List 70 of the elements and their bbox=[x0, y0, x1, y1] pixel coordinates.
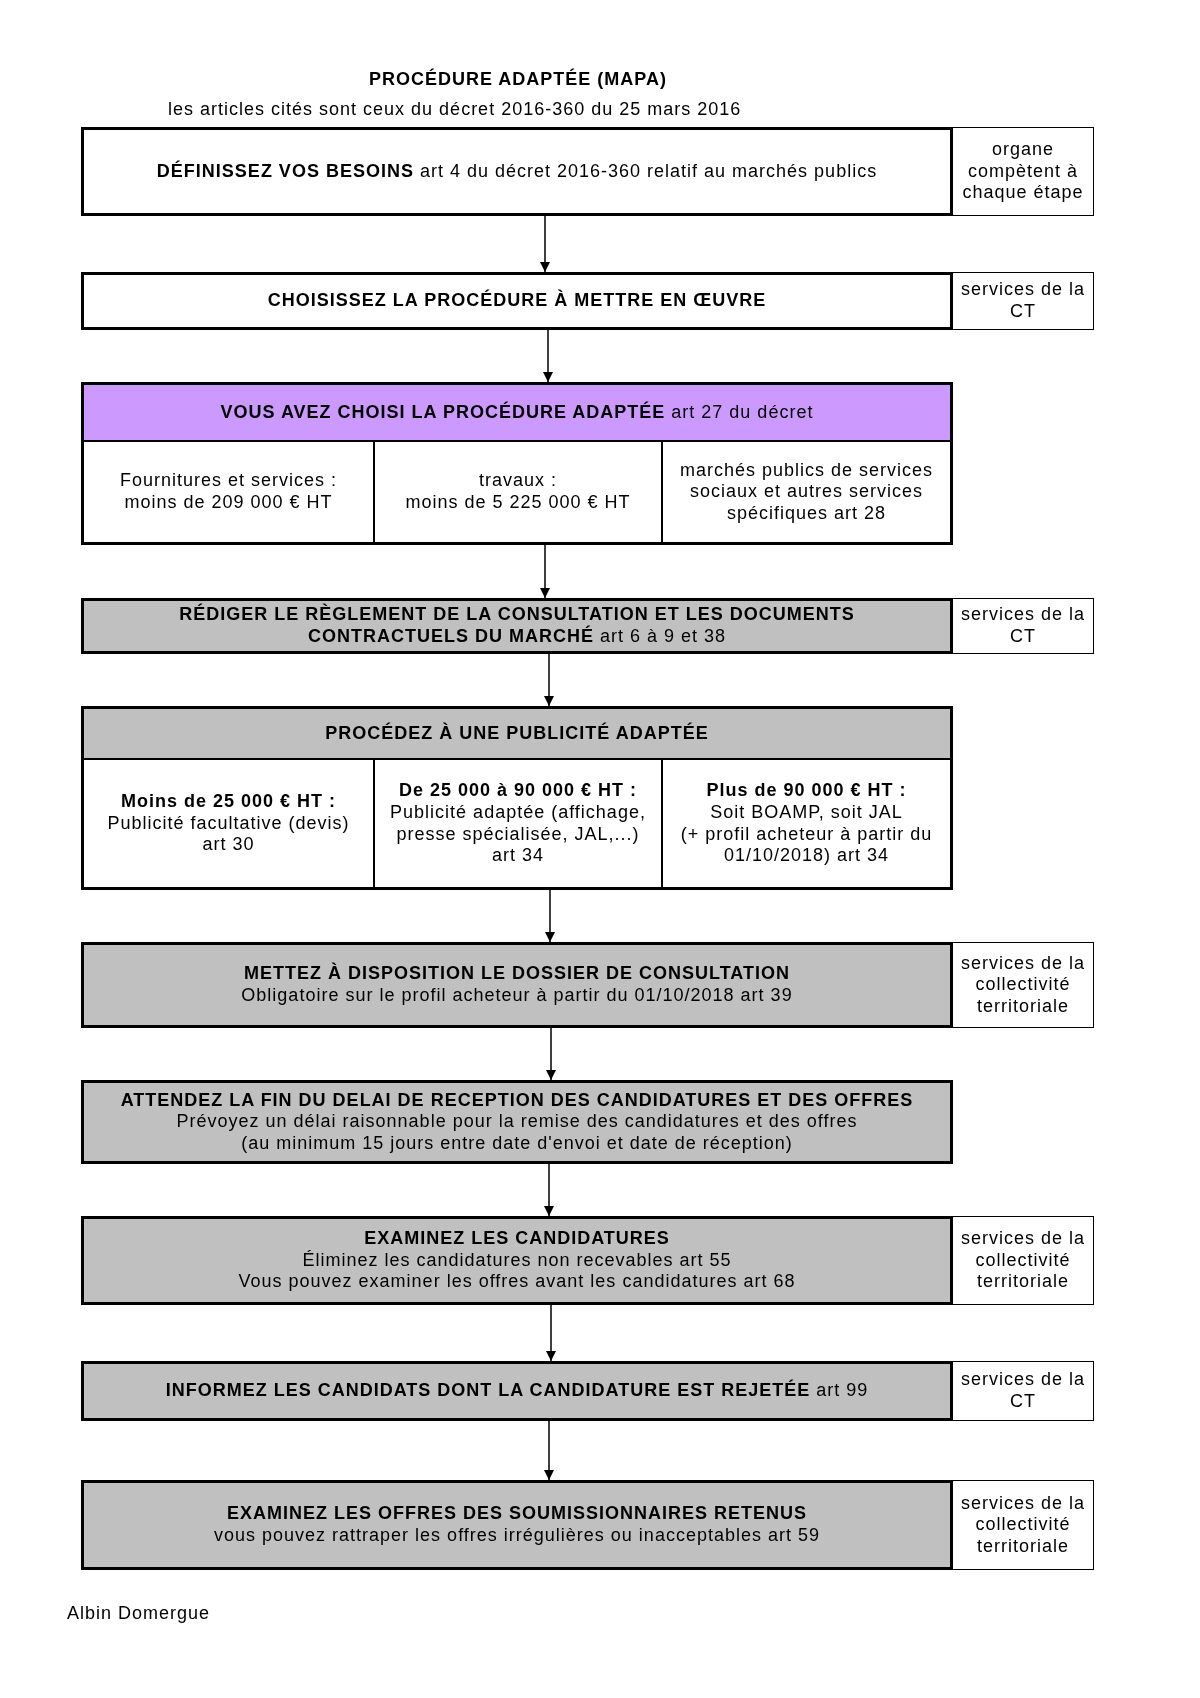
responsible-party-box bbox=[953, 1216, 1094, 1305]
responsible-party-box bbox=[953, 1480, 1094, 1570]
responsible-party-text: services de la CT bbox=[959, 279, 1087, 323]
cell-text: Soit BOAMP, soit JAL bbox=[710, 801, 903, 824]
step-title: METTEZ À DISPOSITION LE DOSSIER DE CONSULTATION bbox=[244, 963, 790, 985]
cell-text: Publicité adaptée (affichage, presse spécialisée, JAL,...) art 34 bbox=[389, 801, 647, 867]
step-title: PROCÉDEZ À UNE PUBLICITÉ ADAPTÉE bbox=[325, 722, 709, 745]
arrow bbox=[545, 889, 555, 943]
responsible-party-text: services de la collectivité territoriale bbox=[959, 1228, 1087, 1293]
cell-text: moins de 209 000 € HT bbox=[124, 492, 333, 514]
cell-text: Fournitures et services : bbox=[119, 470, 338, 492]
process-box bbox=[81, 1080, 953, 1164]
cell-text: travaux : bbox=[479, 470, 557, 492]
arrow bbox=[544, 1163, 554, 1217]
cell-heading: Plus de 90 000 € HT : bbox=[706, 780, 907, 802]
process-box bbox=[81, 127, 953, 216]
author-name: Albin Domergue bbox=[67, 1603, 211, 1625]
step-title: VOUS AVEZ CHOISI LA PROCÉDURE ADAPTÉE art 27 du décret bbox=[220, 401, 814, 424]
responsible-party-text: services de la collectivité territoriale bbox=[959, 952, 1087, 1018]
responsible-party-box bbox=[953, 1361, 1094, 1421]
cell-text: Publicité facultative (devis) art 30 bbox=[106, 812, 351, 856]
cell-heading: De 25 000 à 90 000 € HT : bbox=[398, 780, 638, 802]
step-note: Éliminez les candidatures non recevables art 55 bbox=[302, 1249, 732, 1272]
step-title: DÉFINISSEZ VOS BESOINS art 4 du décret 2016-360 relatif au marchés publics bbox=[156, 160, 878, 183]
responsible-party-box bbox=[953, 942, 1094, 1028]
step-note: (au minimum 15 jours entre date d'envoi et date de réception) bbox=[241, 1132, 793, 1155]
responsible-party-box bbox=[953, 598, 1094, 654]
arrow bbox=[543, 329, 553, 383]
step-title: ATTENDEZ LA FIN DU DELAI DE RECEPTION DES CANDIDATURES ET DES OFFRES bbox=[120, 1089, 914, 1112]
subtitle: les articles cités sont ceux du décret 2016-360 du 25 mars 2016 bbox=[168, 99, 742, 121]
responsible-party-text: services de la CT bbox=[959, 604, 1087, 648]
threshold-cell bbox=[84, 758, 373, 887]
cell-text: marchés publics de services sociaux et autres services spécifiques art 28 bbox=[678, 459, 935, 525]
step-note: Vous pouvez examiner les offres avant les candidatures art 68 bbox=[238, 1271, 796, 1293]
arrow bbox=[546, 1027, 556, 1081]
process-box bbox=[81, 942, 953, 1028]
cell-text: (+ profil acheteur à partir du 01/10/2018) art 34 bbox=[679, 823, 934, 867]
process-box bbox=[81, 1480, 953, 1570]
diagram-title: PROCÉDURE ADAPTÉE (MAPA) bbox=[369, 69, 667, 91]
responsible-party-text: services de la collectivité territoriale bbox=[959, 1492, 1087, 1558]
cell-text: moins de 5 225 000 € HT bbox=[405, 492, 631, 514]
arrow bbox=[540, 215, 550, 273]
step-note: Prévoyez un délai raisonnable pour la remise des candidatures et des offres bbox=[176, 1111, 858, 1133]
responsible-party-text: organe compètent à chaque étape bbox=[961, 139, 1085, 204]
step-note: Obligatoire sur le profil acheteur à partir du 01/10/2018 art 39 bbox=[241, 985, 793, 1007]
arrow bbox=[546, 1304, 556, 1362]
arrow bbox=[544, 1420, 554, 1481]
threshold-cell bbox=[84, 440, 373, 542]
step-title: RÉDIGER LE RÈGLEMENT DE LA CONSULTATION ET LES DOCUMENTS CONTRACTUELS DU MARCHÉ art 6 à 9 et 38 bbox=[178, 604, 856, 648]
process-box bbox=[81, 272, 953, 330]
arrow bbox=[544, 653, 554, 707]
threshold-cell bbox=[373, 758, 661, 887]
cell-heading: Moins de 25 000 € HT : bbox=[120, 791, 337, 813]
threshold-cell bbox=[661, 758, 950, 887]
threshold-cell bbox=[661, 440, 950, 542]
step-note: vous pouvez rattraper les offres irrégulières ou inacceptables art 59 bbox=[214, 1525, 820, 1547]
step-title: INFORMEZ LES CANDIDATS DONT LA CANDIDATURE EST REJETÉE art 99 bbox=[165, 1380, 869, 1402]
arrow bbox=[540, 544, 550, 599]
process-box bbox=[81, 1216, 953, 1305]
responsible-party-text: services de la CT bbox=[959, 1369, 1087, 1413]
threshold-cell bbox=[373, 440, 661, 542]
step-title: EXAMINEZ LES CANDIDATURES bbox=[364, 1228, 670, 1250]
process-box bbox=[81, 598, 953, 654]
process-box bbox=[81, 1361, 953, 1421]
process-box bbox=[81, 706, 953, 890]
responsible-party-box bbox=[953, 127, 1094, 216]
process-box bbox=[81, 382, 953, 545]
step-title: EXAMINEZ LES OFFRES DES SOUMISSIONNAIRES RETENUS bbox=[226, 1503, 808, 1525]
responsible-party-box bbox=[953, 272, 1094, 330]
step-title: CHOISISSEZ LA PROCÉDURE À METTRE EN ŒUVRE bbox=[267, 290, 767, 312]
